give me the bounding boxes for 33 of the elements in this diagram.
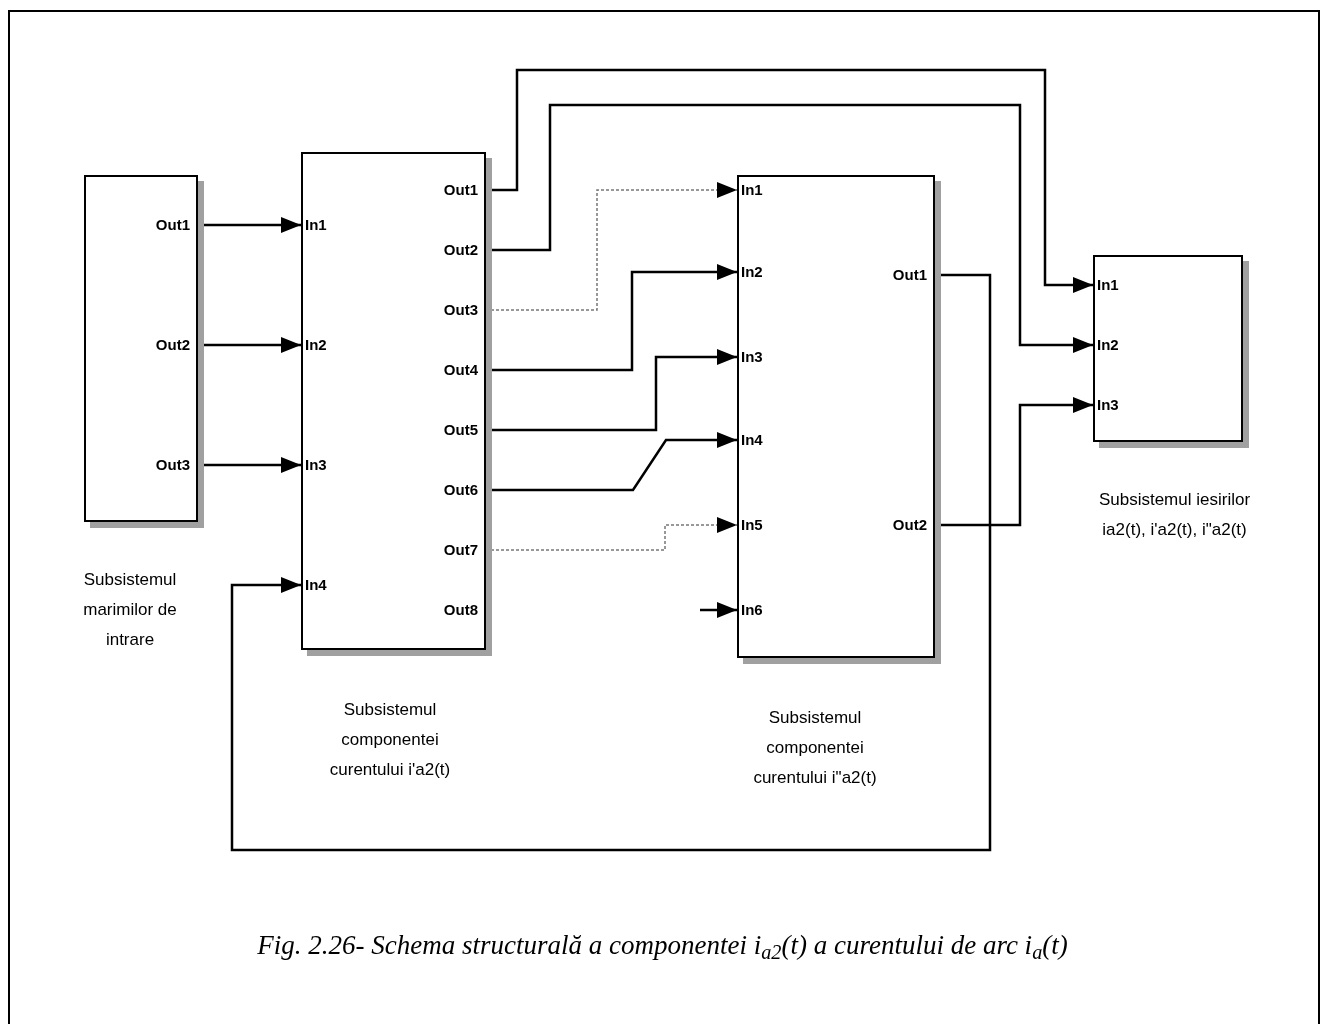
- port-label: Out2: [892, 516, 927, 534]
- port-label: Out1: [892, 266, 927, 284]
- port-label: In1: [1097, 276, 1119, 294]
- port-label: Out1: [443, 181, 478, 199]
- port-label: Out6: [443, 481, 478, 499]
- block-caption: Subsistemul componentei curentului i'a2(t): [328, 699, 452, 781]
- port-label: In2: [305, 336, 327, 354]
- port-label: In3: [1097, 396, 1119, 414]
- port-label: In3: [741, 348, 763, 366]
- port-label: In1: [741, 181, 763, 199]
- port-label: Out5: [443, 421, 478, 439]
- port-label: Out7: [443, 541, 478, 559]
- port-label: Out2: [443, 241, 478, 259]
- block-caption: Subsistemul componentei curentului i"a2(t): [752, 707, 878, 789]
- port-label: In5: [741, 516, 763, 534]
- port-label: In1: [305, 216, 327, 234]
- port-label: In4: [305, 576, 327, 594]
- block-caption: Subsistemul iesirilor ia2(t), i'a2(t), i"a2(t): [1097, 489, 1252, 541]
- port-label: In3: [305, 456, 327, 474]
- port-label: Out3: [155, 456, 190, 474]
- block-caption: Subsistemul marimilor de intrare: [82, 569, 178, 651]
- port-label: In2: [741, 263, 763, 281]
- port-label: Out4: [443, 361, 478, 379]
- port-label: In2: [1097, 336, 1119, 354]
- port-label: In4: [741, 431, 763, 449]
- port-label: Out8: [443, 601, 478, 619]
- port-label: In6: [741, 601, 763, 619]
- port-label: Out3: [443, 301, 478, 319]
- signal-line: [230, 273, 992, 852]
- port-label: Out2: [155, 336, 190, 354]
- port-label: Out1: [155, 216, 190, 234]
- signal-line: [700, 602, 737, 618]
- figure-caption: Fig. 2.26- Schema structurală a componentei i$_{a2}$(t) a curentului de arc i$_{a}$(t): [256, 929, 1069, 966]
